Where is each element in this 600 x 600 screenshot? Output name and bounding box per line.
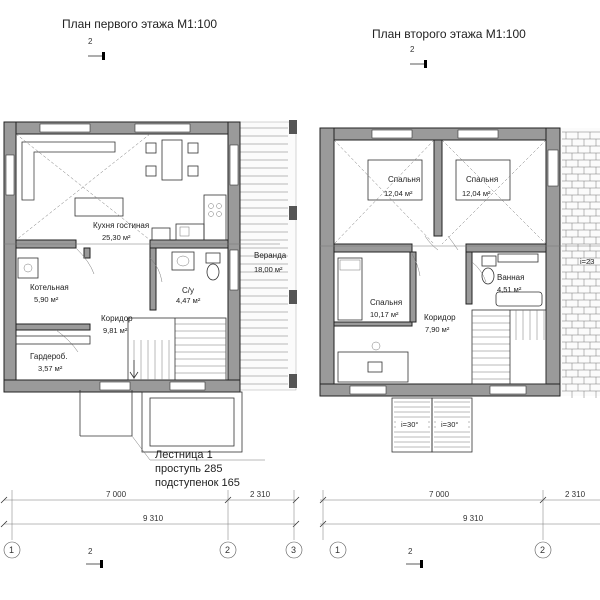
- plan1-wardrobe-shelf: [15, 335, 91, 345]
- svg-text:7 000: 7 000: [106, 490, 127, 499]
- plan2-bed-3: [337, 257, 363, 321]
- plan1-wc-fixtures: [171, 251, 221, 281]
- plan1-wc-area: 4,47 м²: [176, 296, 201, 305]
- plan1-section-mark-bottom: 2: [86, 547, 103, 568]
- svg-text:1: 1: [335, 545, 340, 555]
- plan1-kitchen-counter: [175, 194, 227, 241]
- svg-text:i=30°: i=30°: [401, 420, 418, 429]
- plan2-slope-edge: i=23: [580, 257, 594, 266]
- plan1-sofa: [21, 141, 116, 201]
- plan1-axis-3: 3: [285, 541, 303, 559]
- plan2-desk: [337, 341, 409, 383]
- plan1-wc-name: С/у: [182, 286, 194, 295]
- svg-text:2: 2: [410, 45, 415, 54]
- plan1-veranda-name: Веранда: [254, 251, 287, 260]
- plan1-boiler: [17, 257, 39, 279]
- plan2-bath-area: 4,51 м²: [497, 285, 522, 294]
- svg-text:i=30°: i=30°: [441, 420, 458, 429]
- plan1-corridor-area: 9,81 м²: [103, 326, 128, 335]
- plan2-slope-right: i=30°: [431, 397, 473, 453]
- plan1-fridge: [151, 227, 171, 241]
- plan2-corridor-name: Коридор: [424, 313, 456, 322]
- plan2-axis-2: 2: [534, 541, 552, 559]
- plan2-title: План второго этажа М1:100: [372, 27, 526, 41]
- plan1-veranda-area: 18,00 м²: [254, 265, 283, 274]
- plan1-dining-table: [145, 139, 199, 181]
- svg-text:3: 3: [291, 545, 296, 555]
- plan1-door-wc: [149, 257, 163, 283]
- plan1-kitchen-name: Кухня гостиная: [93, 221, 149, 230]
- svg-text:7 000: 7 000: [429, 490, 450, 499]
- plan2-bed2-name: Спальня: [466, 175, 498, 184]
- plan2-door-bed1: [424, 235, 439, 251]
- plan2-bath-name: Ванная: [497, 273, 524, 282]
- plan1-outer-walls: [3, 121, 241, 393]
- plan1-section-mark-top: 2: [88, 37, 105, 60]
- svg-text:2: 2: [88, 547, 93, 556]
- plan2-dimensions: 7 000 2 310 9 310: [319, 490, 600, 540]
- plan2-door-bath: [471, 261, 487, 283]
- plan1-title: План первого этажа М1:100: [62, 17, 217, 31]
- plan2-axis-1: 1: [329, 541, 347, 559]
- plan1-boiler-area: 5,90 м²: [34, 295, 59, 304]
- plan1-axis-1: 1: [3, 541, 21, 559]
- plan2-bath-fixtures: [481, 253, 543, 307]
- plan1-door-boiler: [75, 247, 95, 275]
- plan1-axis-2: 2: [219, 541, 237, 559]
- plan1-dimensions: 7 000 2 310 9 310: [0, 490, 300, 540]
- plan1-stairs: [127, 317, 227, 381]
- plan1-stair-note-1: Лестница 1: [155, 449, 213, 461]
- plan2-bed3-name: Спальня: [370, 298, 402, 307]
- plan2-door-bed2: [447, 235, 459, 251]
- plan2-corridor-area: 7,90 м²: [425, 325, 450, 334]
- plan2-slope-left: i=30°: [391, 397, 433, 453]
- svg-text:1: 1: [9, 545, 14, 555]
- plan1-wardrobe-name: Гардероб.: [30, 352, 67, 361]
- plan2-roof-hatch: [560, 128, 600, 398]
- plan2-bed-1: [333, 139, 435, 245]
- plan1-coffee-table: [74, 197, 124, 217]
- plan1-stair-note-3: подступенок 165: [155, 477, 240, 489]
- svg-text:9 310: 9 310: [143, 514, 164, 523]
- plan2: i=30° i=30° i=23 Спальня 12,04 м² Спальн…: [319, 127, 600, 568]
- plan1-corridor-name: Коридор: [101, 314, 133, 323]
- plan1-boiler-name: Котельная: [30, 283, 69, 292]
- plan2-bed3-area: 10,17 м²: [370, 310, 399, 319]
- plan2-section-mark-bottom: 2: [406, 547, 423, 568]
- plan1-wardrobe-area: 3,57 м²: [38, 364, 63, 373]
- plan2-bed1-name: Спальня: [388, 175, 420, 184]
- svg-text:2: 2: [540, 545, 545, 555]
- plan2-bed-2: [441, 139, 547, 245]
- plan1-stair-note-2: проступь 285: [155, 463, 222, 475]
- plan1-porch: [79, 390, 265, 461]
- svg-text:2: 2: [225, 545, 230, 555]
- plan2-inner-walls: [333, 139, 547, 327]
- plan1-kitchen-area: 25,30 м²: [102, 233, 131, 242]
- plan2-bed2-area: 12,04 м²: [462, 189, 491, 198]
- plan1-door-wardrobe: [55, 329, 79, 353]
- svg-text:2 310: 2 310: [565, 490, 586, 499]
- plan2-bed1-area: 12,04 м²: [384, 189, 413, 198]
- svg-text:9 310: 9 310: [463, 514, 484, 523]
- plan1-diag-2: [15, 133, 151, 241]
- svg-text:2: 2: [408, 547, 413, 556]
- plan1: Кухня гостиная 25,30 м² Котельная 5,90 м…: [0, 120, 303, 568]
- plan2-section-mark-top: 2: [410, 45, 427, 68]
- plan2-door-bed3: [411, 253, 421, 277]
- plan2-stairs: [471, 309, 547, 385]
- svg-text:2 310: 2 310: [250, 490, 271, 499]
- svg-text:2: 2: [88, 37, 93, 46]
